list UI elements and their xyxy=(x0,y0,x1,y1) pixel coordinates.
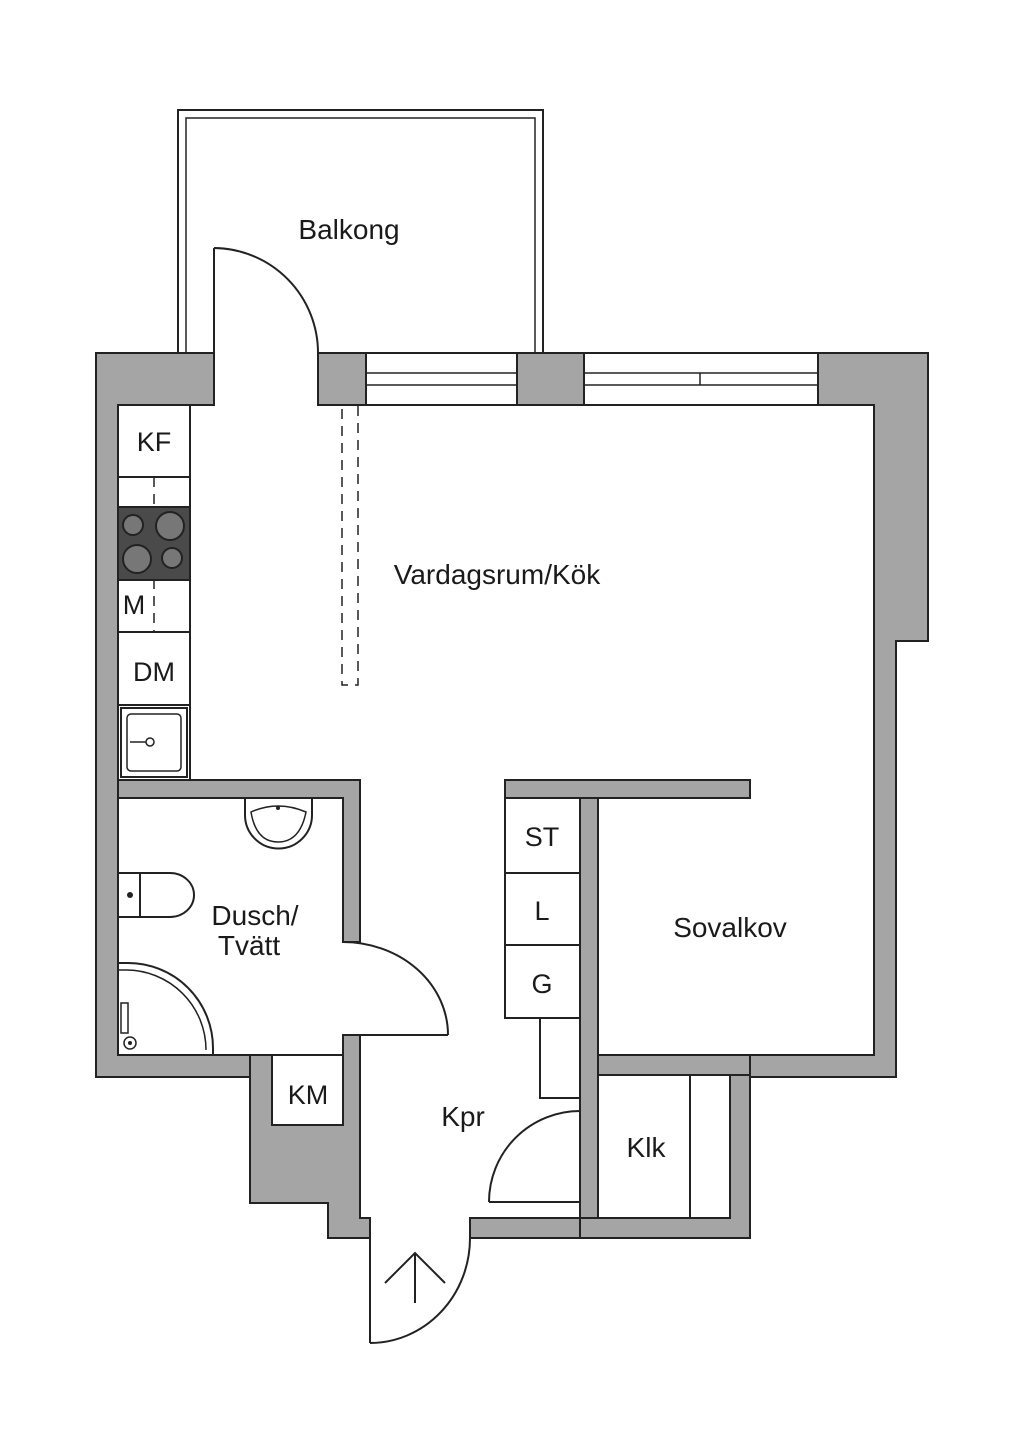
fixture-label-microwave: M xyxy=(123,590,146,620)
kitchen-sink-icon xyxy=(120,707,188,778)
walls xyxy=(95,352,929,1239)
bathroom-door xyxy=(342,941,449,1036)
room-label-living-kitchen: Vardagsrum/Kök xyxy=(394,559,601,590)
washbasin-icon xyxy=(244,798,313,850)
room-label-alcove: Sovalkov xyxy=(673,912,787,943)
entrance-arrow-icon xyxy=(384,1251,446,1303)
shower-icon xyxy=(118,962,214,1055)
balcony-door xyxy=(213,247,319,354)
windows xyxy=(365,352,819,406)
fixture-label-l: L xyxy=(534,896,549,926)
wardrobes xyxy=(504,797,581,1099)
room-label-bath-line2: Tvätt xyxy=(218,930,280,961)
closet-door xyxy=(488,1098,581,1203)
balcony xyxy=(177,109,544,353)
washer-box xyxy=(271,1054,344,1126)
toilet-icon xyxy=(117,872,195,918)
overhead-dashed-line xyxy=(341,404,359,686)
fixture-label-st: ST xyxy=(525,822,560,852)
room-label-hall: Kpr xyxy=(441,1101,485,1132)
entrance-door xyxy=(369,1237,471,1344)
room-label-balcony: Balkong xyxy=(298,214,399,245)
fixture-label-dishwasher: DM xyxy=(133,657,175,687)
fixture-label-washer: KM xyxy=(288,1080,329,1110)
room-label-bath-line1: Dusch/ xyxy=(211,900,298,931)
fixture-label-g: G xyxy=(531,969,552,999)
closet-shelf xyxy=(689,1074,731,1219)
bathroom-fixtures xyxy=(117,798,313,1055)
room-label-closet: Klk xyxy=(627,1132,667,1163)
fixture-label-fridge: KF xyxy=(137,427,172,457)
kitchen-counter xyxy=(117,404,191,781)
